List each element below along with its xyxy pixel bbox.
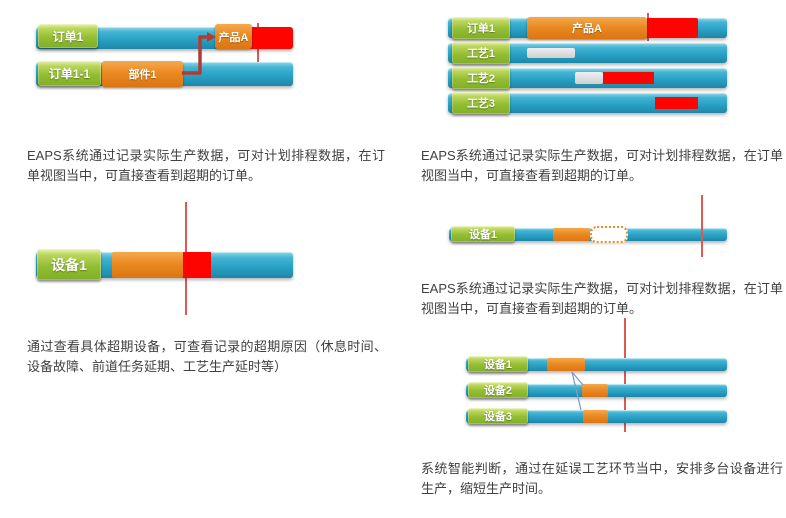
gantt-bar-device2: [466, 384, 727, 397]
task-segment-product-a: 产品A: [527, 17, 647, 39]
overdue-segment: [655, 97, 698, 109]
gantt-bar-process2: [448, 68, 727, 88]
task-segment: [547, 358, 585, 371]
task-segment-product-a: 产品A: [215, 24, 252, 49]
gantt-bar-device1: [449, 226, 727, 243]
ghost-slot-segment: [590, 226, 628, 243]
gantt-bar-order1: 产品A: [448, 17, 727, 39]
overdue-segment: [183, 252, 211, 278]
row-label-process1: 工艺1: [452, 42, 510, 64]
caption-middle-right: EAPS系统通过记录实际生产数据，可对计划排程数据，在订单视图当中，可直接查看到…: [421, 281, 783, 316]
deadline-line: [624, 318, 626, 432]
task-segment: [582, 384, 608, 397]
row-label-order1: 订单1: [38, 24, 98, 48]
dependency-arrow-icon: [182, 32, 216, 75]
overdue-segment: [647, 18, 698, 38]
overdue-segment: [250, 27, 293, 49]
row-label-process2: 工艺2: [452, 67, 510, 89]
overdue-segment: [603, 72, 654, 84]
row-label-order1-1: 订单1-1: [38, 61, 101, 86]
gantt-bar-process1: [448, 43, 727, 63]
task-segment: [112, 252, 183, 278]
caption-top-right: EAPS系统通过记录实际生产数据，可对计划排程数据，在订单视图当中，可直接查看到…: [421, 148, 783, 183]
row-label-device3: 设备3: [468, 408, 528, 424]
deadline-line: [701, 195, 703, 257]
row-label-device1: 设备1: [37, 249, 101, 280]
split-connector-icon: [571, 371, 584, 411]
deadline-line: [257, 23, 259, 83]
actual-segment: [575, 72, 603, 84]
gantt-bar-order1: 产品A: [36, 24, 293, 49]
caption-bottom-right: 系统智能判断，通过在延误工艺环节当中，安排多台设备进行生产，缩短生产时间。: [421, 461, 783, 496]
row-label-device2: 设备2: [468, 382, 528, 398]
gantt-bar-device3: [466, 410, 727, 423]
task-segment: [583, 410, 608, 423]
row-label-device1: 设备1: [451, 226, 515, 242]
actual-segment: [527, 48, 575, 58]
gantt-bar-process3: [448, 93, 727, 113]
caption-middle-left: 通过查看具体超期设备，可查看记录的超期原因（休息时间、设备故障、前道任务延期、工…: [27, 339, 387, 374]
row-label-order1: 订单1: [452, 17, 510, 39]
gantt-bar-device1: [466, 358, 727, 371]
task-segment: [553, 228, 590, 241]
task-segment-part1: 部件1: [102, 61, 183, 87]
caption-top-left: EAPS系统通过记录实际生产数据，可对计划排程数据，在订单视图当中，可直接查看到…: [27, 148, 385, 183]
row-label-device1: 设备1: [468, 356, 528, 372]
row-label-process3: 工艺3: [452, 92, 510, 114]
